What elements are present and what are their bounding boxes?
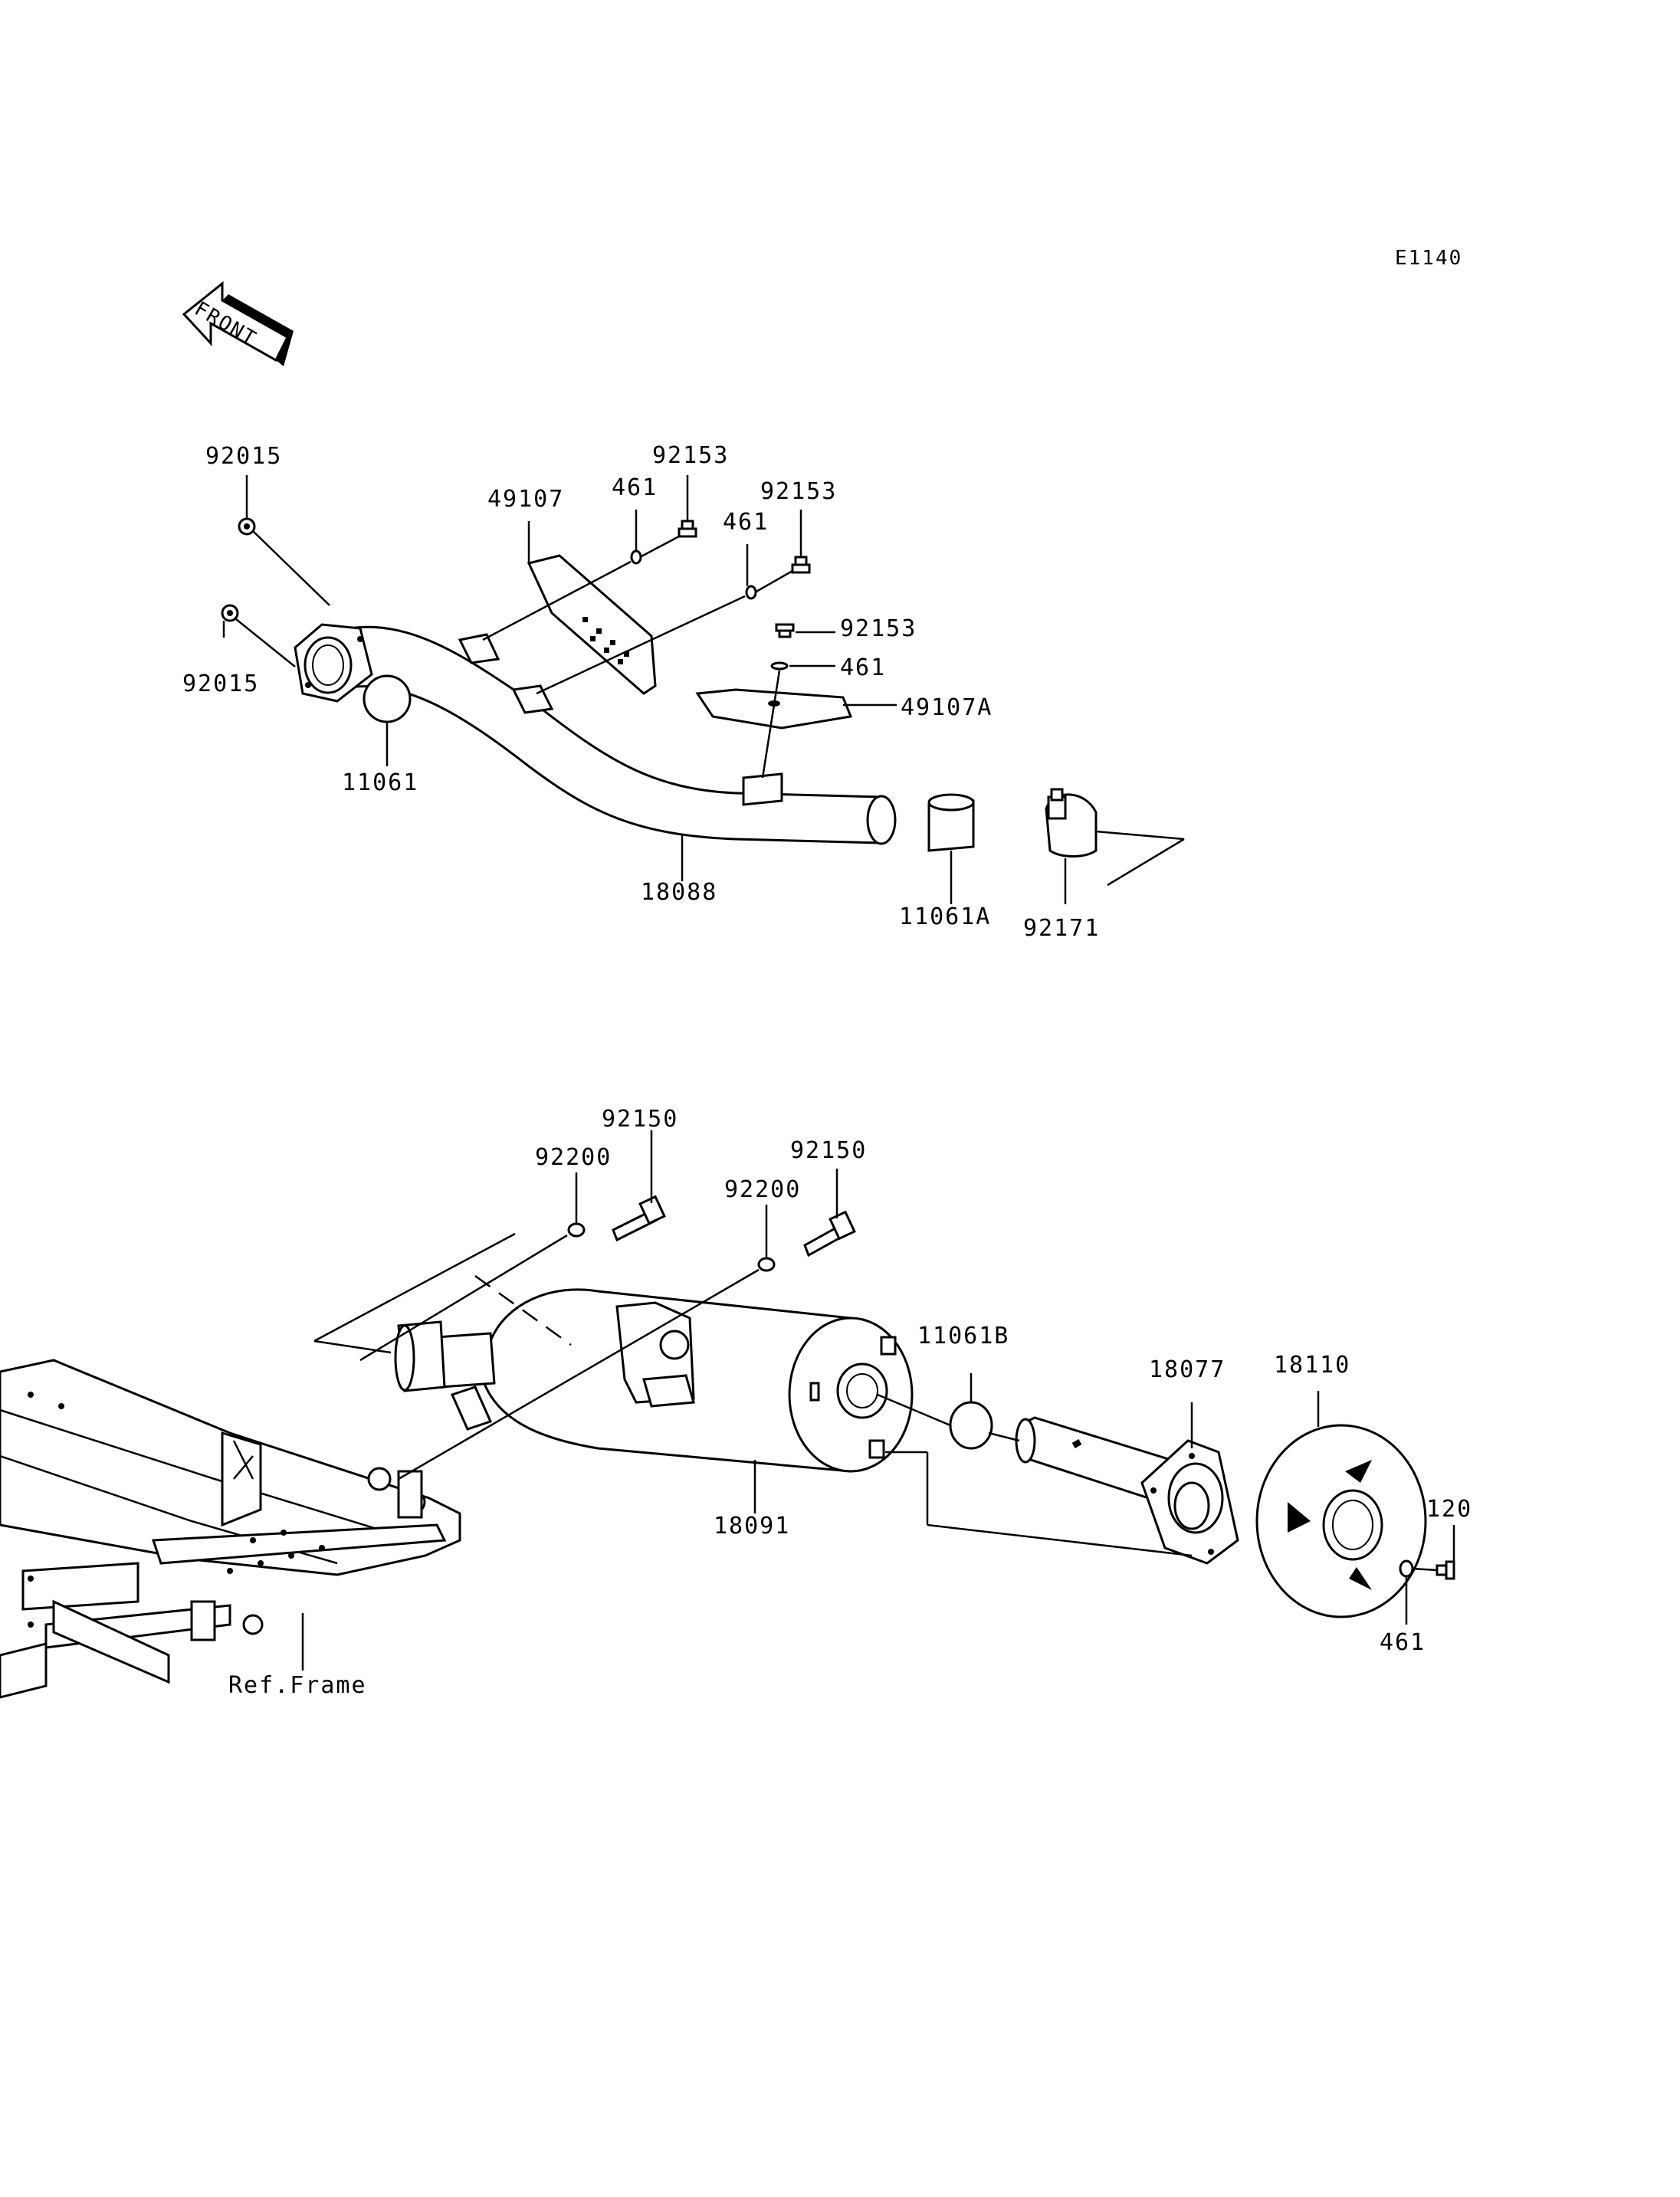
bolt-92150-a (612, 1195, 666, 1242)
washer-92200-b (757, 1257, 776, 1272)
label-92153-b: 92153 (760, 478, 837, 505)
label-461-a: 461 (612, 474, 658, 501)
label-11061B: 11061B (917, 1323, 1009, 1349)
head-pipe-18088 (294, 623, 897, 845)
washer-461-a (630, 549, 642, 565)
washer-461-b (745, 585, 757, 600)
label-92200-a: 92200 (535, 1144, 612, 1171)
gasket-11061 (363, 674, 412, 723)
frame-reference (0, 1359, 461, 1699)
label-92153-a: 92153 (652, 442, 729, 469)
sleeve-11061A (927, 793, 975, 852)
label-92153-c: 92153 (840, 615, 917, 642)
label-11061A: 11061A (899, 903, 991, 930)
upper-leader-lines (222, 475, 1185, 904)
lower-leader-lines (301, 1130, 1455, 1671)
label-120: 120 (1426, 1496, 1472, 1523)
label-92200-b: 92200 (724, 1176, 801, 1203)
clamp-92171 (1045, 788, 1098, 857)
label-92150-a: 92150 (602, 1106, 678, 1133)
washer-461-c (770, 661, 789, 671)
label-461-c: 461 (840, 654, 886, 681)
label-18091: 18091 (714, 1513, 790, 1540)
washer-461-d (1399, 1559, 1414, 1578)
bolt-92153-b (791, 556, 811, 574)
label-18088: 18088 (641, 879, 717, 906)
label-461-b: 461 (723, 509, 769, 536)
end-cap-18110 (1255, 1424, 1427, 1618)
label-18110: 18110 (1274, 1352, 1350, 1379)
heat-guard-49107 (527, 554, 657, 695)
bolt-92153-a (678, 520, 697, 538)
label-49107: 49107 (487, 486, 564, 513)
bolt-92150-b (803, 1210, 856, 1258)
label-92015-lower: 92015 (182, 671, 259, 697)
diagram-code: E1140 (1395, 247, 1462, 270)
label-ref-frame: Ref.Frame (228, 1672, 367, 1699)
label-461-d: 461 (1380, 1629, 1426, 1656)
label-92150-b: 92150 (790, 1137, 867, 1164)
label-11061: 11061 (342, 769, 418, 796)
bolt-92153-c (775, 623, 795, 638)
washer-92200-a (567, 1222, 586, 1238)
label-92171: 92171 (1023, 915, 1100, 942)
gasket-11061B (949, 1401, 993, 1450)
label-18077: 18077 (1149, 1356, 1226, 1383)
nut-92015-upper (238, 517, 256, 536)
label-92015-upper: 92015 (205, 443, 282, 470)
spark-arrester-18077 (1015, 1416, 1239, 1565)
bolt-120 (1436, 1560, 1455, 1580)
front-arrow-icon: FRONT (182, 280, 294, 366)
label-49107A: 49107A (901, 694, 993, 721)
muffler-18091 (394, 1288, 914, 1473)
nut-92015-lower (221, 604, 239, 622)
